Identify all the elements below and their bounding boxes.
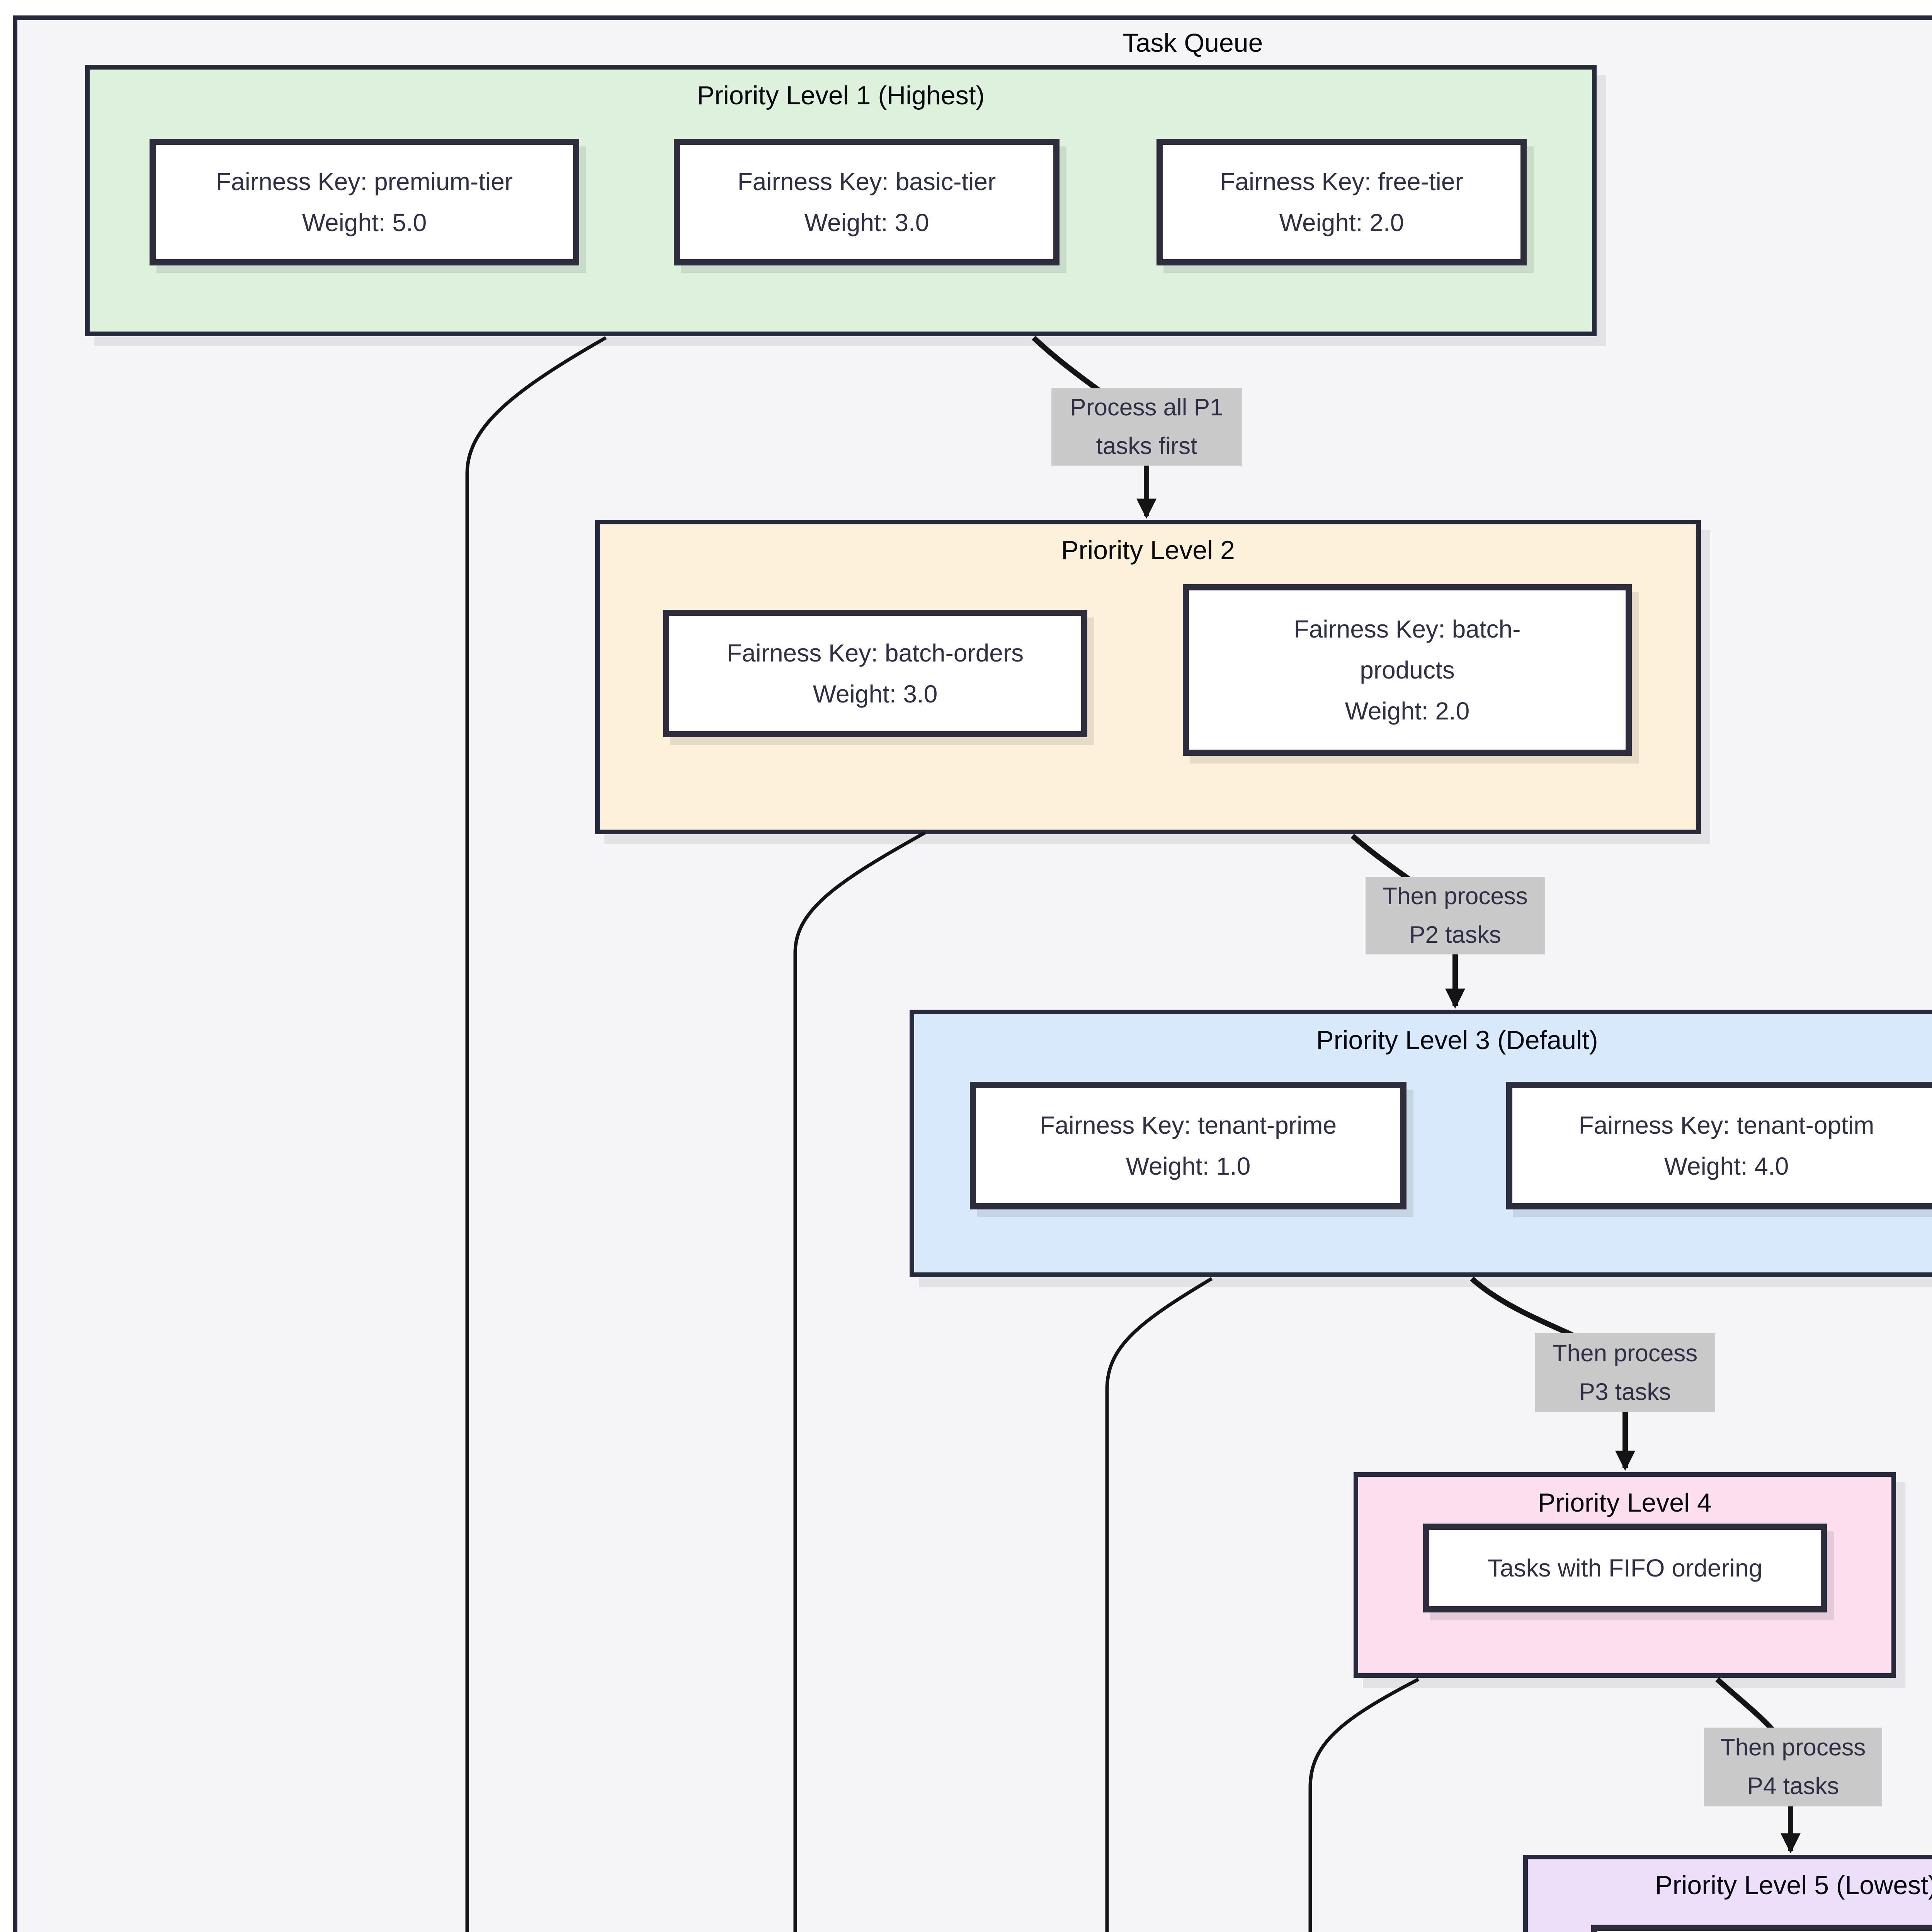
- edge-label-p3-p4: Then process P3 tasks: [1535, 1333, 1715, 1412]
- node-basic-tier-line2: Weight: 3.0: [804, 209, 929, 236]
- node-tenant-optim-line1: Fairness Key: tenant-optim: [1578, 1111, 1874, 1139]
- node-batch-products-line1: Fairness Key: batch-: [1294, 615, 1521, 643]
- edge-label-p1-p2: Process all P1 tasks first: [1051, 388, 1242, 466]
- cluster-priority-4-label: Priority Level 4: [1538, 1488, 1712, 1517]
- node-free-tier-line2: Weight: 2.0: [1279, 209, 1404, 236]
- node-tenant-prime: Fairness Key: tenant-prime Weight: 1.0: [970, 1082, 1406, 1209]
- node-batch-orders: Fairness Key: batch-orders Weight: 3.0: [663, 610, 1087, 737]
- node-fifo-p5: Tasks with FIFO ordering: [1591, 1925, 1932, 1932]
- node-fifo-p4: Tasks with FIFO ordering: [1423, 1524, 1827, 1612]
- node-tenant-optim: Fairness Key: tenant-optim Weight: 4.0: [1506, 1082, 1932, 1209]
- node-batch-products-line2: products: [1360, 656, 1455, 684]
- node-premium-tier-line2: Weight: 5.0: [302, 209, 427, 236]
- cluster-priority-1-label: Priority Level 1 (Highest): [697, 81, 985, 110]
- cluster-priority-2-label: Priority Level 2: [1061, 536, 1235, 565]
- cluster-task-queue-label: Task Queue: [1122, 28, 1263, 58]
- cluster-priority-5: Priority Level 5 (Lowest): [1523, 1855, 1932, 1932]
- edge-label-p4-p5: Then process P4 tasks: [1704, 1728, 1882, 1806]
- node-free-tier-line1: Fairness Key: free-tier: [1220, 168, 1463, 196]
- node-premium-tier-line1: Fairness Key: premium-tier: [216, 168, 513, 196]
- cluster-priority-3-label: Priority Level 3 (Default): [1316, 1026, 1598, 1055]
- node-premium-tier: Fairness Key: premium-tier Weight: 5.0: [150, 139, 579, 265]
- node-batch-orders-line1: Fairness Key: batch-orders: [726, 639, 1024, 667]
- node-basic-tier: Fairness Key: basic-tier Weight: 3.0: [674, 139, 1060, 265]
- cluster-priority-5-label: Priority Level 5 (Lowest): [1655, 1871, 1932, 1900]
- node-tenant-prime-line1: Fairness Key: tenant-prime: [1039, 1111, 1337, 1139]
- node-basic-tier-line1: Fairness Key: basic-tier: [737, 168, 996, 196]
- node-tenant-prime-line2: Weight: 1.0: [1126, 1152, 1251, 1180]
- node-batch-products: Fairness Key: batch- products Weight: 2.…: [1183, 584, 1632, 756]
- node-batch-products-line3: Weight: 2.0: [1345, 697, 1470, 725]
- node-free-tier: Fairness Key: free-tier Weight: 2.0: [1156, 139, 1527, 265]
- node-tenant-optim-line2: Weight: 4.0: [1664, 1152, 1789, 1180]
- node-fifo-p4-line1: Tasks with FIFO ordering: [1487, 1554, 1763, 1582]
- node-batch-orders-line2: Weight: 3.0: [813, 680, 938, 708]
- edge-label-p2-p3: Then process P2 tasks: [1366, 877, 1545, 954]
